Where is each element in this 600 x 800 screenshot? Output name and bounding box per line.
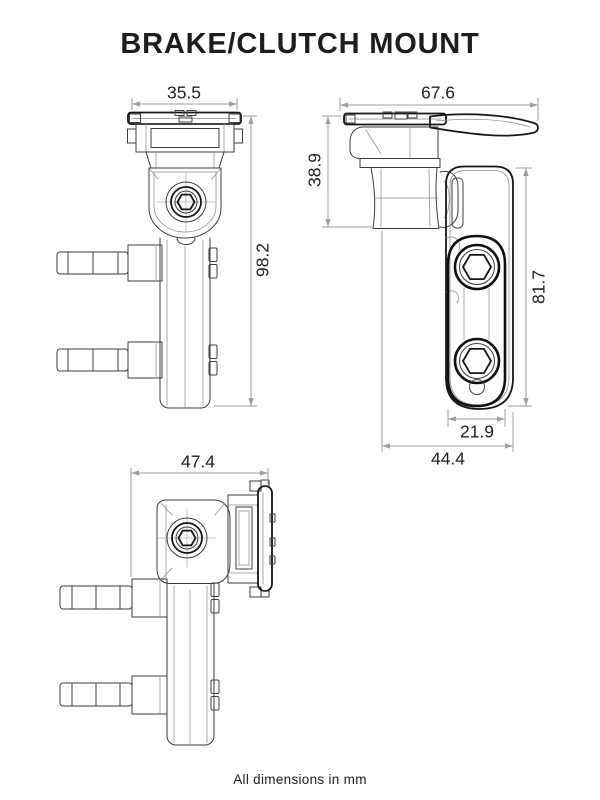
pivot-boss [166, 517, 208, 559]
bolt-slot [446, 234, 507, 408]
front-view-dimensions [131, 98, 257, 407]
dim-label-side-base-width: 44.4 [430, 448, 466, 469]
stud-block [127, 244, 163, 282]
dim-label-side-width: 67.6 [420, 82, 456, 103]
dim-label-front-width: 35.5 [166, 82, 202, 103]
mount-bar [159, 237, 211, 409]
hex-bolt-upper [453, 243, 501, 291]
side-view-drawing [343, 111, 539, 410]
side-view-dimensions [322, 98, 539, 452]
stud-block [131, 675, 168, 715]
dim-label-side-slot-width: 21.9 [459, 421, 495, 442]
mount-bar [166, 583, 215, 746]
clamp-bracket [445, 165, 514, 410]
dim-label-front-height: 98.2 [252, 242, 273, 278]
dim-label-side-arm-height: 81.7 [528, 269, 549, 305]
dim-label-side-head-height: 38.9 [304, 152, 325, 188]
hex-socket [177, 529, 197, 547]
lever-arm [429, 113, 539, 137]
hex-socket [176, 193, 196, 211]
dim-label-rotated-depth: 47.4 [180, 451, 216, 472]
head-adapter [227, 494, 259, 584]
hex-bolt-lower [453, 337, 501, 385]
rotated-view-dimensions [130, 468, 269, 577]
front-view-drawing [56, 110, 243, 409]
footer-note: All dimensions in mm [233, 772, 367, 787]
pivot-boss [165, 181, 207, 223]
clamp-body [148, 167, 222, 239]
stud-block [131, 578, 168, 618]
stud-block [127, 341, 163, 379]
page-title: BRAKE/CLUTCH MOUNT [120, 28, 480, 60]
rotated-view-drawing [59, 479, 276, 746]
